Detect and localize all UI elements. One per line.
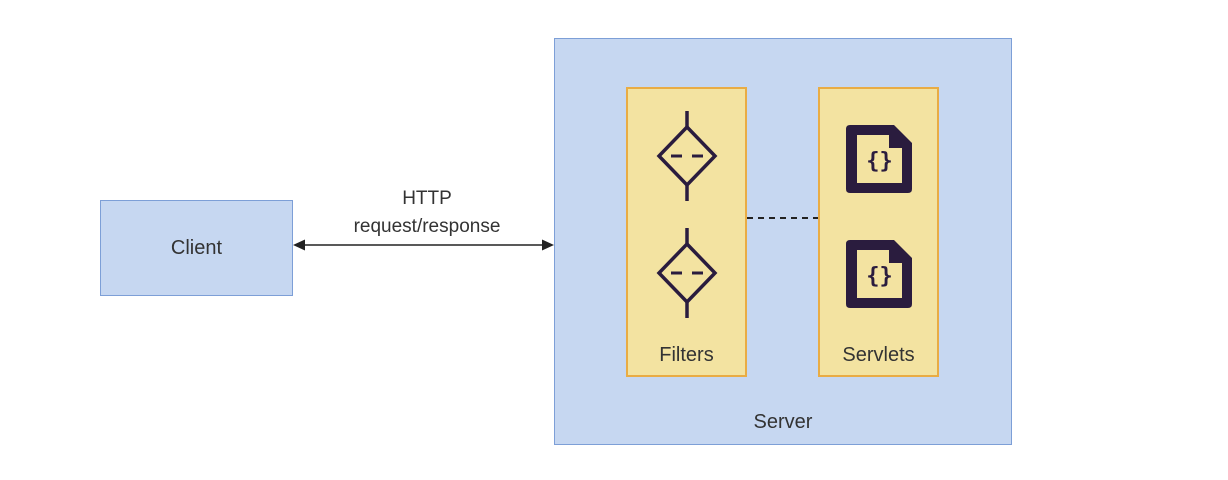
filters-box: Filters [626,87,747,377]
filters-label: Filters [659,344,714,366]
servlets-label: Servlets [842,344,915,366]
http-label: HTTP [402,188,452,209]
server-box: Filters {} {} Servlets Server [554,38,1012,445]
http-arrow [293,239,554,251]
filter-icon [656,111,717,201]
code-file-icon: {} [845,240,912,308]
request-response-label: request/response [353,216,501,237]
client-box: Client [100,200,293,296]
svg-text:{}: {} [866,264,893,289]
filter-icon [656,228,717,318]
code-file-icon: {} [845,125,912,193]
client-label: Client [170,236,223,259]
svg-text:{}: {} [866,149,893,174]
server-label: Server [753,411,813,433]
servlets-box: {} {} Servlets [818,87,939,377]
